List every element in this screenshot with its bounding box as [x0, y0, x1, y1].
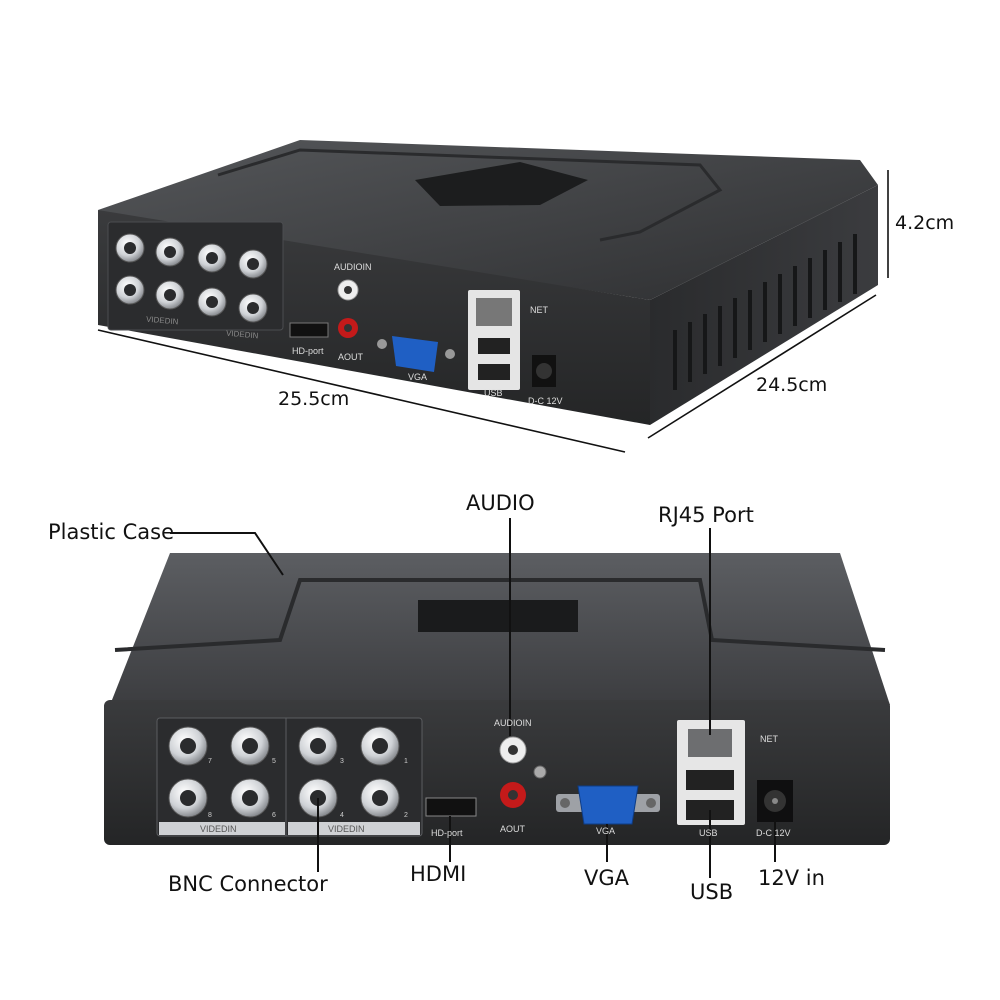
top-vga-label: VGA	[408, 372, 428, 382]
bnc-number-4: 4	[340, 812, 344, 819]
dimension-width-label: 25.5cm	[278, 388, 350, 410]
top-audioin-label: AUDIOIN	[334, 262, 372, 272]
bottom-dc-label: D-C 12V	[756, 828, 791, 838]
top-aout-label: AOUT	[338, 352, 364, 362]
bottom-audioin-label: AUDIOIN	[494, 718, 532, 728]
bnc-number-6: 6	[272, 812, 276, 819]
bnc-number-5: 5	[272, 758, 276, 765]
top-net-label: NET	[530, 305, 548, 315]
callout-power: 12V in	[758, 866, 825, 890]
callout-plastic-case: Plastic Case	[48, 520, 174, 544]
callout-audio: AUDIO	[466, 491, 535, 515]
bnc-number-3: 3	[340, 758, 344, 765]
bottom-aout-label: AOUT	[500, 824, 526, 834]
bottom-vga-label: VGA	[596, 826, 616, 836]
bottom-videoin-label-1: VIDEDIN	[200, 824, 237, 834]
top-hdport-label: HD-port	[292, 346, 324, 356]
callout-hdmi: HDMI	[410, 862, 467, 886]
dimension-depth-label: 24.5cm	[756, 374, 828, 396]
top-dc-label: D-C 12V	[528, 396, 563, 406]
top-case-lid	[98, 140, 878, 300]
callout-bnc: BNC Connector	[168, 872, 328, 896]
dim-line-width	[97, 329, 626, 453]
bnc-number-7: 7	[208, 758, 212, 765]
callout-usb: USB	[690, 880, 734, 904]
top-usb-label: USB	[484, 388, 503, 398]
callout-vga: VGA	[584, 866, 630, 890]
dimension-height-label: 4.2cm	[895, 212, 955, 234]
dim-line-depth	[647, 294, 877, 439]
callout-rj45: RJ45 Port	[658, 503, 754, 527]
bnc-number-8: 8	[208, 812, 212, 819]
bottom-videoin-label-2: VIDEDIN	[328, 824, 365, 834]
bottom-hdport-label: HD-port	[431, 828, 463, 838]
callout-line-plastic-case	[170, 532, 284, 576]
bottom-usb-label: USB	[699, 828, 718, 838]
bnc-number-1: 1	[404, 758, 408, 765]
bnc-number-2: 2	[404, 812, 408, 819]
bottom-net-label: NET	[760, 734, 778, 744]
